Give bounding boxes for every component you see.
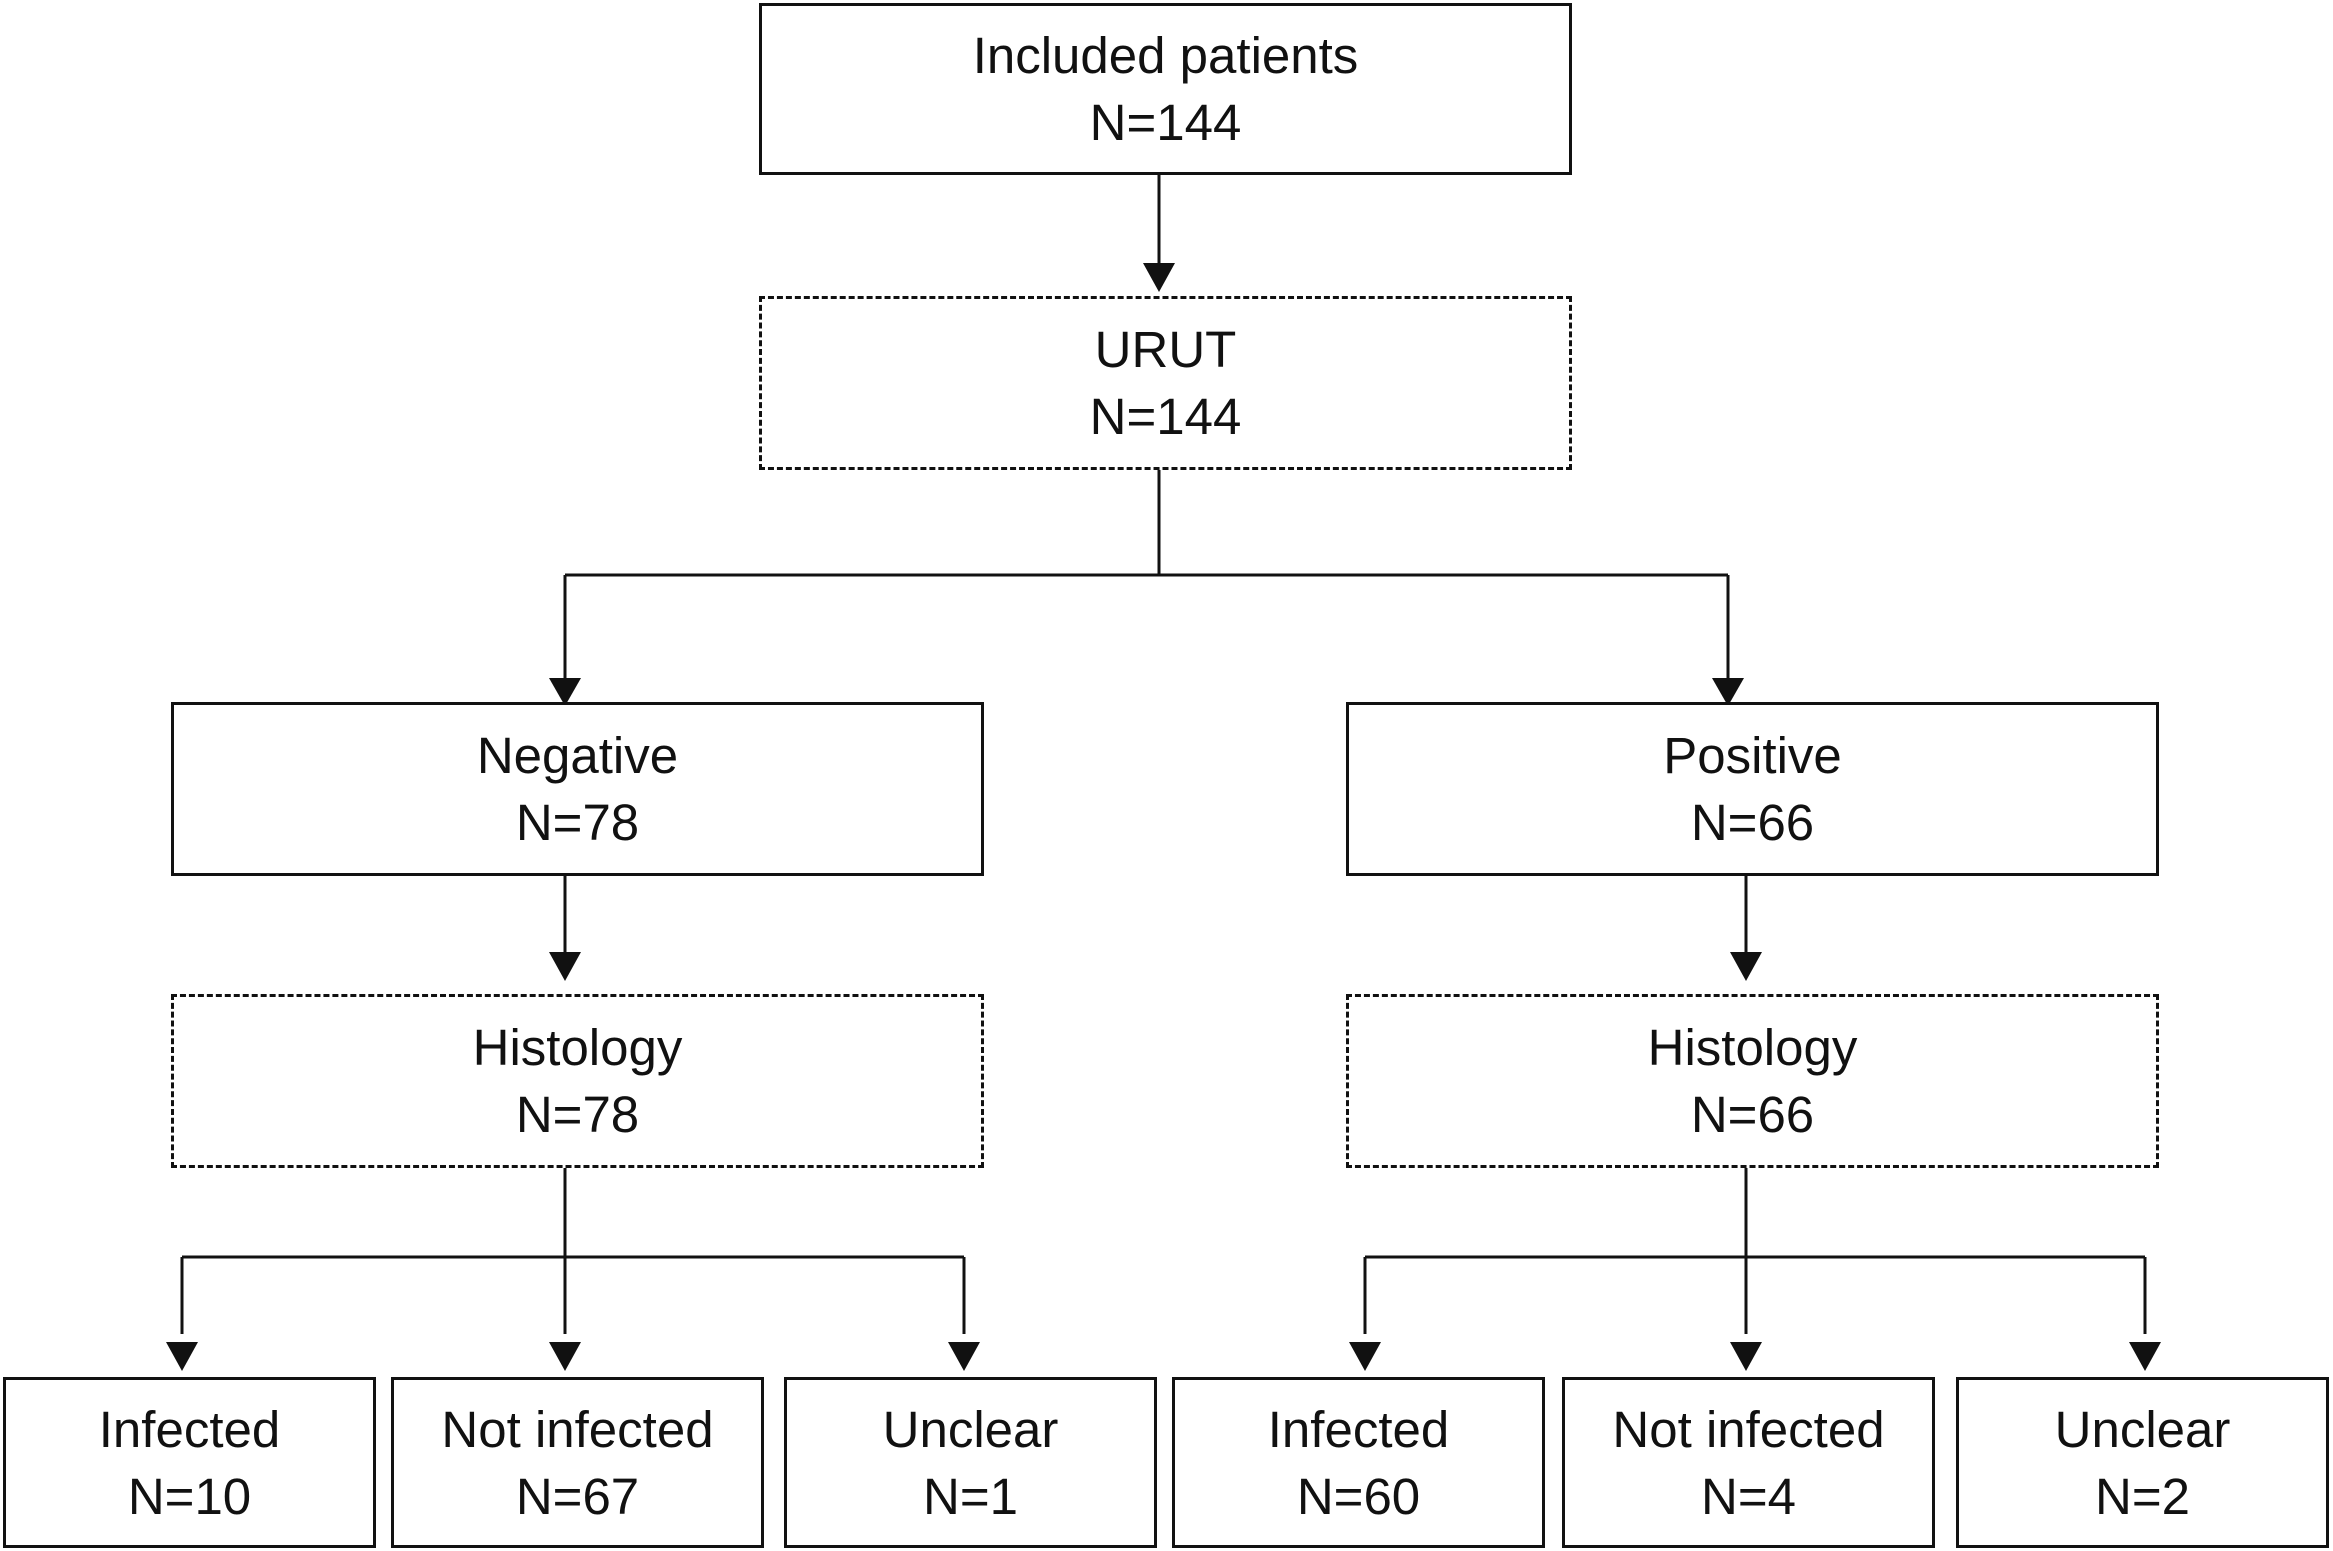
node-count: N=78	[515, 794, 640, 851]
node-count: N=66	[1690, 794, 1815, 851]
neg-not-infected-box: Not infected N=67	[391, 1377, 764, 1548]
node-label: Positive	[1663, 727, 1842, 784]
node-count: N=10	[127, 1467, 252, 1525]
neg-infected-box: Infected N=10	[3, 1377, 376, 1548]
arrowhead-pos-not-infected	[1730, 1342, 1762, 1371]
node-count: N=78	[515, 1086, 640, 1143]
node-label: Histology	[472, 1019, 683, 1076]
node-label: URUT	[1094, 321, 1237, 378]
negative-box: Negative N=78	[171, 702, 984, 876]
arrowhead-pos-infected	[1349, 1342, 1381, 1371]
pos-unclear-box: Unclear N=2	[1956, 1377, 2329, 1548]
arrowhead-neg-infected	[166, 1342, 198, 1371]
node-label: Infected	[1267, 1400, 1450, 1458]
included-patients-box: Included patients N=144	[759, 3, 1572, 175]
urut-box: URUT N=144	[759, 296, 1572, 470]
node-count: N=1	[923, 1467, 1018, 1525]
node-count: N=60	[1296, 1467, 1421, 1525]
arrowhead-positive	[1712, 678, 1744, 706]
node-label: Infected	[98, 1400, 281, 1458]
node-count: N=144	[1089, 94, 1242, 151]
node-count: N=4	[1701, 1467, 1796, 1525]
node-count: N=67	[515, 1467, 640, 1525]
node-label: Negative	[476, 727, 679, 784]
node-label: Not infected	[1612, 1400, 1885, 1458]
positive-box: Positive N=66	[1346, 702, 2159, 876]
histology-negative-box: Histology N=78	[171, 994, 984, 1168]
node-label: Unclear	[882, 1400, 1059, 1458]
node-label: Unclear	[2054, 1400, 2231, 1458]
arrowhead-neg-not-infected	[549, 1342, 581, 1371]
pos-not-infected-box: Not infected N=4	[1562, 1377, 1935, 1548]
pos-infected-box: Infected N=60	[1172, 1377, 1545, 1548]
arrowhead-histology-negative	[549, 952, 581, 981]
node-count: N=2	[2095, 1467, 2190, 1525]
histology-positive-box: Histology N=66	[1346, 994, 2159, 1168]
arrowhead-urut	[1143, 263, 1175, 292]
node-count: N=66	[1690, 1086, 1815, 1143]
arrowhead-neg-unclear	[948, 1342, 980, 1371]
arrowhead-pos-unclear	[2129, 1342, 2161, 1371]
arrowhead-histology-positive	[1730, 952, 1762, 981]
node-label: Histology	[1647, 1019, 1858, 1076]
node-label: Not infected	[441, 1400, 714, 1458]
neg-unclear-box: Unclear N=1	[784, 1377, 1157, 1548]
node-count: N=144	[1089, 388, 1242, 445]
node-label: Included patients	[972, 27, 1359, 84]
arrowhead-negative	[549, 678, 581, 706]
